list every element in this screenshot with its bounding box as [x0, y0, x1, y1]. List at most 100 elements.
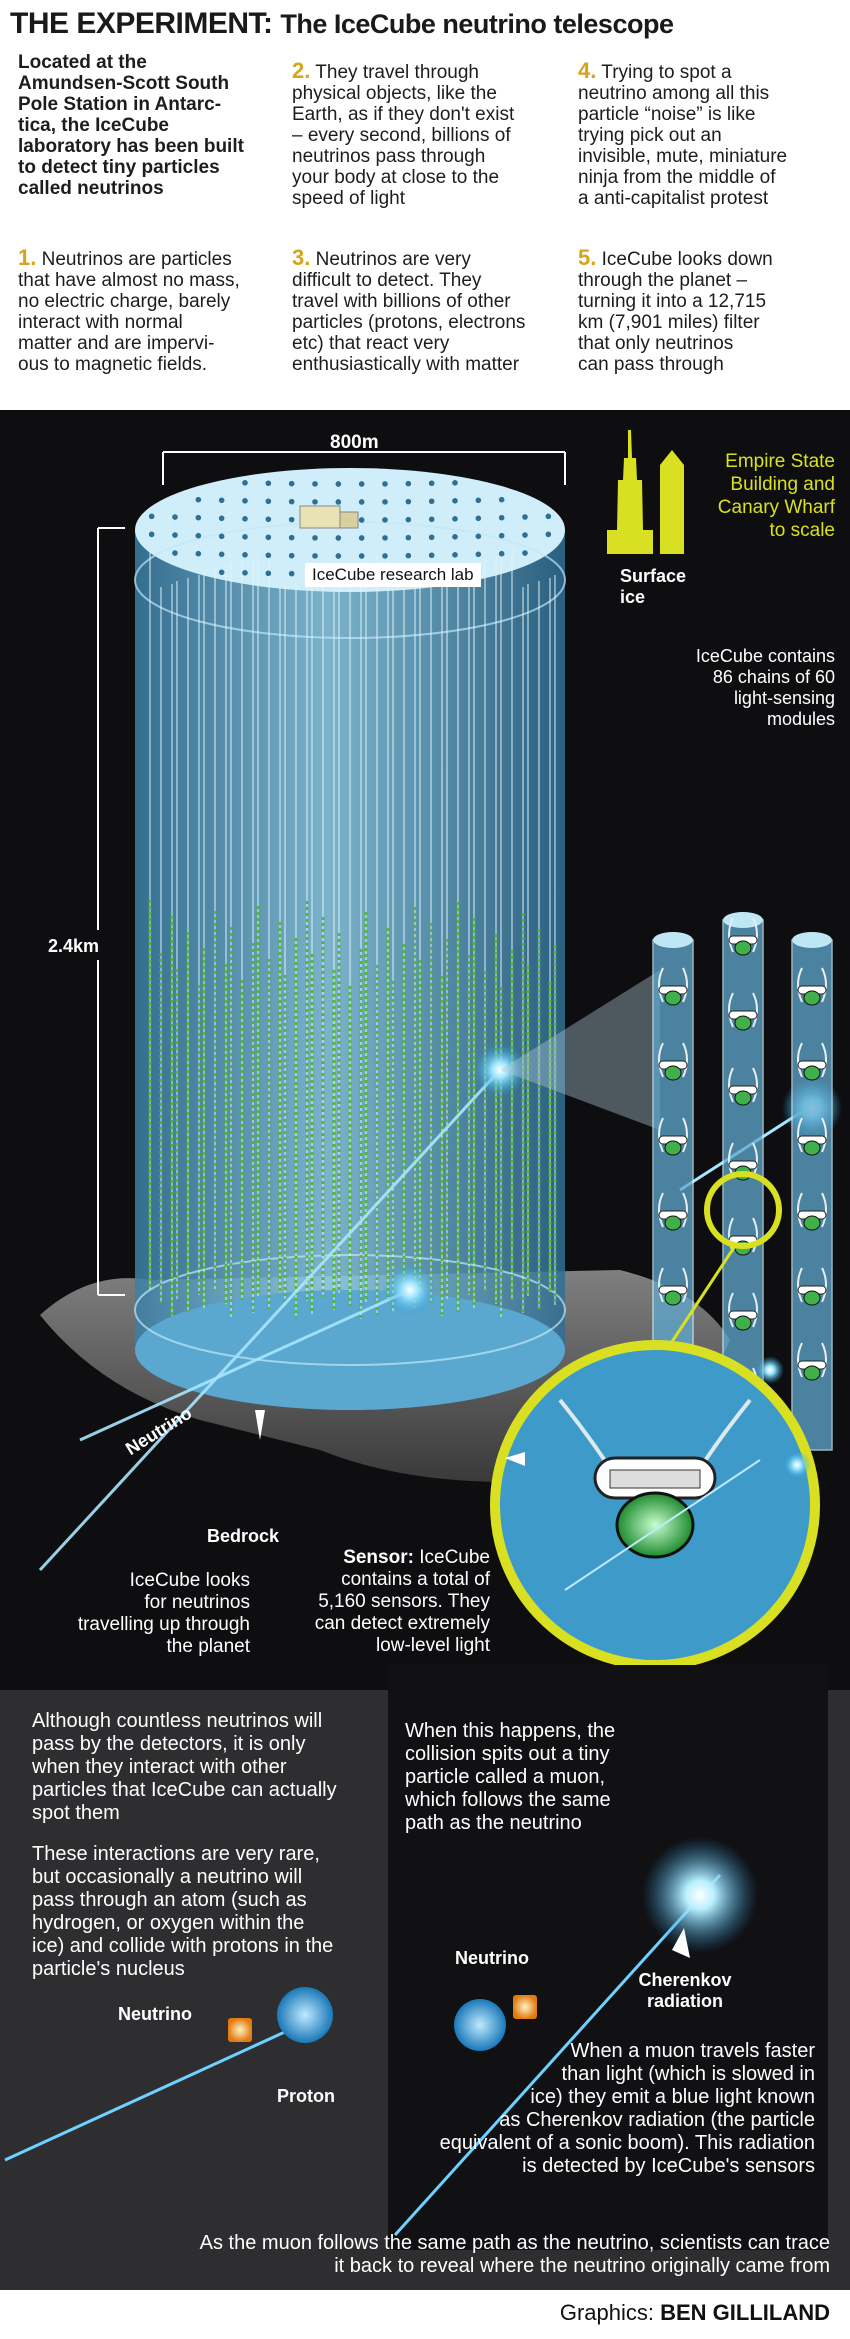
- chains-line: 86 chains of 60: [712, 667, 835, 687]
- point-line: particle “noise” is like: [578, 104, 756, 125]
- point-3: 3. Neutrinos are very difficult to detec…: [292, 247, 572, 376]
- point-line: particles (protons, electrons: [292, 312, 526, 333]
- module-chains: [652, 912, 833, 1451]
- scale-line: Building and: [730, 474, 835, 495]
- point-line: Neutrinos are particles: [41, 249, 232, 270]
- cherenkov-line: radiation: [646, 1991, 723, 2011]
- chains-line: modules: [766, 709, 835, 729]
- point-line: trying pick out an: [578, 125, 722, 146]
- point-line: ninja from the middle of: [578, 167, 776, 188]
- credit-label: Graphics:: [559, 2300, 654, 2325]
- scale-line: to scale: [769, 520, 835, 541]
- sensor-line: low-level light: [375, 1635, 490, 1656]
- point-number: 2.: [292, 58, 311, 83]
- height-label: 2.4km: [48, 936, 100, 956]
- title-main: THE EXPERIMENT:: [10, 7, 273, 40]
- text-line: but occasionally a neutrino will: [32, 1866, 303, 1888]
- research-lab-building: [299, 505, 359, 529]
- point-line: speed of light: [292, 188, 406, 209]
- interaction-text-1: Although countless neutrinos will pass b…: [32, 1710, 392, 1825]
- point-line: – every second, billions of: [292, 125, 511, 146]
- width-label: 800m: [330, 432, 379, 453]
- point-number: 1.: [18, 245, 37, 270]
- graphics-credit: Graphics: BEN GILLILAND: [560, 2300, 830, 2326]
- point-line: a anti-capitalist protest: [578, 188, 769, 209]
- sensor-line: contains a total of: [341, 1569, 490, 1590]
- point-line: interact with normal: [18, 312, 183, 333]
- point-line: turning it into a 12,715: [578, 291, 767, 312]
- cherenkov-glow: [642, 1837, 758, 1953]
- looks-line: IceCube looks: [129, 1570, 250, 1591]
- looks-line: for neutrinos: [144, 1592, 250, 1613]
- title-sub: The IceCube neutrino telescope: [280, 9, 674, 39]
- looks-line: the planet: [166, 1636, 250, 1657]
- point-line: ous to magnetic fields.: [18, 354, 208, 375]
- bedrock-label: Bedrock: [207, 1526, 280, 1546]
- neutrino-particle-left: [228, 2018, 252, 2042]
- text-line: Although countless neutrinos will: [32, 1710, 323, 1732]
- muon-text-2: When a muon travels faster than light (w…: [405, 2040, 815, 2178]
- muon-text-1: When this happens, the collision spits o…: [405, 1720, 815, 1835]
- point-line: travel with billions of other: [292, 291, 511, 312]
- point-line: that only neutrinos: [578, 333, 734, 354]
- point-line: that have almost no mass,: [18, 270, 240, 291]
- muon-panel: [388, 1665, 828, 2250]
- point-line: They travel through: [315, 62, 479, 83]
- point-number: 5.: [578, 245, 597, 270]
- sensor-magnified: [490, 1340, 820, 1670]
- point-line: km (7,901 miles) filter: [578, 312, 760, 333]
- looks-label: IceCube looks for neutrinos travelling u…: [30, 1570, 250, 1658]
- neutrino-label-right: Neutrino: [455, 1948, 529, 1968]
- sensor-line: IceCube: [419, 1547, 490, 1568]
- module-highlight-ring: [704, 1171, 782, 1249]
- intro-text: Located at the Amundsen-Scott South Pole…: [18, 52, 288, 199]
- intro-line: called neutrinos: [18, 178, 164, 199]
- intro-line: Pole Station in Antarc-: [18, 94, 222, 115]
- point-line: Earth, as if they don't exist: [292, 104, 515, 125]
- text-line: equivalent of a sonic boom). This radiat…: [439, 2132, 815, 2154]
- zoom-wedge: [500, 970, 660, 1130]
- text-line: as Cherenkov radiation (the particle: [499, 2109, 815, 2131]
- text-line: As the muon follows the same path as the…: [199, 2232, 830, 2254]
- point-line: enthusiastically with matter: [292, 354, 520, 375]
- cherenkov-line: Cherenkov: [638, 1970, 732, 1990]
- point-line: your body at close to the: [292, 167, 500, 188]
- point-2: 2. They travel through physical objects,…: [292, 58, 562, 210]
- text-line: when they interact with other: [32, 1756, 287, 1778]
- text-line: ice) they emit a blue light known: [530, 2086, 815, 2108]
- text-line: pass by the detectors, it is only: [32, 1733, 306, 1755]
- point-line: difficult to detect. They: [292, 270, 482, 291]
- text-line: hydrogen, or oxygen within the: [32, 1912, 305, 1934]
- point-line: Trying to spot a: [601, 62, 732, 83]
- neutrino-particle-right: [513, 1995, 537, 2019]
- proton-label: Proton: [277, 2086, 335, 2106]
- text-line: When a muon travels faster: [570, 2040, 815, 2062]
- buildings-to-scale-icon: [607, 430, 684, 554]
- page-title: THE EXPERIMENT: The IceCube neutrino tel…: [10, 6, 674, 42]
- point-5: 5. IceCube looks down through the planet…: [578, 245, 843, 376]
- text-line: spot them: [32, 1802, 120, 1824]
- conclusion-text: As the muon follows the same path as the…: [20, 2232, 830, 2278]
- text-line: particle called a muon,: [405, 1766, 606, 1788]
- scale-label: Empire State Building and Canary Wharf t…: [685, 450, 835, 542]
- intro-line: tica, the IceCube: [18, 115, 169, 136]
- interaction-text-2: These interactions are very rare, but oc…: [32, 1843, 392, 1981]
- proton-particle: [277, 1987, 333, 2043]
- collision-illustration: [4, 1837, 758, 2237]
- intro-line: laboratory has been built: [18, 136, 244, 157]
- detector-strings: [148, 550, 557, 1319]
- point-line: no electric charge, barely: [18, 291, 231, 312]
- text-line: which follows the same: [405, 1789, 611, 1811]
- neutrino-label-left: Neutrino: [118, 2004, 192, 2024]
- intro-line: Amundsen-Scott South: [18, 73, 230, 94]
- point-line: neutrinos pass through: [292, 146, 486, 167]
- height-dimension: [40, 527, 125, 1296]
- text-line: ice) and collide with protons in the: [32, 1935, 334, 1957]
- text-line: path as the neutrino: [405, 1812, 582, 1834]
- cherenkov-label: Cherenkov radiation: [630, 1970, 740, 2012]
- intro-line: to detect tiny particles: [18, 157, 220, 178]
- text-line: collision spits out a tiny: [405, 1743, 610, 1765]
- point-line: etc) that react very: [292, 333, 450, 354]
- muon-particle: [454, 1999, 506, 2051]
